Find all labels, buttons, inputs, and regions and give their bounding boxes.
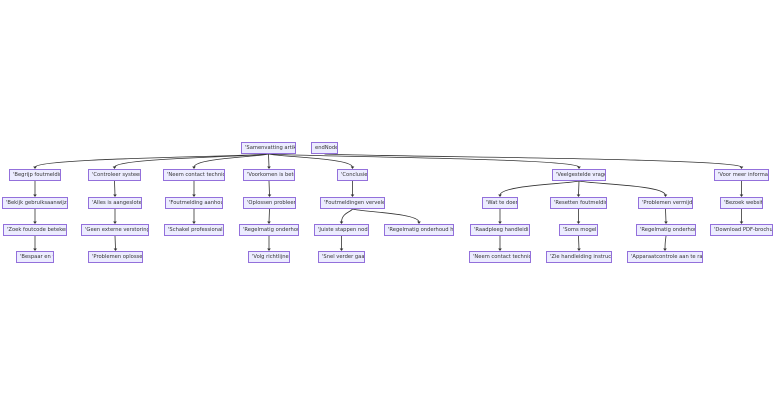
edge-n6c1-n6c2 <box>664 235 667 250</box>
arrowhead-n6c1-n6c2 <box>663 248 667 251</box>
arrowhead-n6a-n6a1 <box>498 221 502 224</box>
arrowhead-root-n5 <box>350 166 355 169</box>
node-begrijp-foutmelding: 'Begrijp foutmelding' <box>9 169 61 181</box>
node-neem-contact-technicus-2: 'Neem contact technicus' <box>469 251 531 263</box>
arrowhead-n2-n2a <box>113 194 117 197</box>
edge-n4-n4a <box>268 180 270 196</box>
node-juiste-stappen-nodig: 'Juiste stappen nodig' <box>314 224 369 236</box>
arrowhead-n7-n7a <box>739 194 744 197</box>
arrowhead-root-n6 <box>577 166 581 169</box>
arrowhead-root-n3 <box>192 166 196 169</box>
node-bespaar-en-tijd: 'Bespaar en tijd' <box>16 251 54 263</box>
arrowhead-n1-n1a <box>33 194 37 197</box>
node-foutmeldingen-vervelend: 'Foutmeldingen vervelend' <box>320 197 385 209</box>
node-problemen-vermijden: 'Problemen vermijden' <box>638 197 693 209</box>
arrowhead-n1a-n1b <box>33 221 37 224</box>
node-geen-externe-verstoringen: 'Geen externe verstoringen' <box>81 224 149 236</box>
edge-root-n2 <box>114 153 269 168</box>
edge-n6-n6c <box>578 180 666 196</box>
edge-n6-n6a <box>499 180 580 196</box>
node-soms-mogelijk: 'Soms mogelijk' <box>559 224 598 236</box>
arrowhead-root-n1 <box>33 166 37 169</box>
arrowhead-n6c-n6c1 <box>664 221 668 224</box>
node-bezoek-website: 'Bezoek website' <box>720 197 763 209</box>
edge-root-n6 <box>268 153 580 168</box>
node-schakel-professional-in: 'Schakel professional in' <box>164 224 224 236</box>
node-root: 'Samenvatting artikel' <box>241 142 296 154</box>
node-voor-meer-informatie: 'Voor meer informatie' <box>714 169 769 181</box>
arrowhead-n3a-n3b <box>192 221 196 224</box>
arrowhead-n5b-n5d <box>339 248 344 251</box>
edge-root-n3 <box>193 153 269 168</box>
arrowhead-n5a-n5c <box>417 221 421 224</box>
node-endnode: endNode <box>311 142 338 154</box>
arrowhead-n6-n6a <box>498 194 502 197</box>
node-voorkomen-is-beter: 'Voorkomen is beter' <box>243 169 295 181</box>
node-regelmatig-onderhoud-2: 'Regelmatig onderhoud' <box>636 224 696 236</box>
node-raadpleeg-handleiding: 'Raadpleeg handleiding' <box>470 224 530 236</box>
arrowhead-n6b1-n6b2 <box>577 248 581 251</box>
arrowhead-n2b-n2c <box>113 248 118 251</box>
arrowhead-root-n2 <box>112 166 117 169</box>
node-wat-te-doen: 'Wat te doen' <box>482 197 518 209</box>
node-volg-richtlijnen: 'Volg richtlijnen' <box>248 251 290 263</box>
edge-n6-n6b <box>578 180 580 196</box>
node-foutmelding-aanhoudt: 'Foutmelding aanhoudt' <box>165 197 223 209</box>
arrowhead-n5-n5a <box>350 194 355 197</box>
edge-root-n5 <box>268 153 353 168</box>
node-download-pdf-brochure: 'Download PDF-brochure' <box>710 224 773 236</box>
edge-n5a-n5b <box>341 208 353 223</box>
edge-endnode-n7 <box>324 153 742 168</box>
edge-n6c-n6c1 <box>665 208 667 223</box>
arrowhead-n1b-n1c <box>33 248 37 251</box>
arrowhead-n3-n3a <box>192 194 196 197</box>
edge-n2-n2a <box>114 180 116 196</box>
node-snel-verder-gaan: 'Snel verder gaan' <box>318 251 365 263</box>
arrowhead-root-n4 <box>267 166 271 169</box>
node-resetten-foutmelding: 'Resetten foutmelding' <box>550 197 607 209</box>
edge-n2b-n2c <box>114 235 116 250</box>
node-problemen-oplossen-1: 'Problemen oplossen' <box>88 251 143 263</box>
edge-n6b1-n6b2 <box>578 235 580 250</box>
node-regelmatig-onderhoud-helpt: 'Regelmatig onderhoud helpt' <box>384 224 454 236</box>
arrowhead-endnode-n7 <box>739 166 744 169</box>
edge-root-n4 <box>268 153 270 168</box>
node-neem-contact-technicus-1: 'Neem contact technicus' <box>163 169 225 181</box>
node-veelgestelde-vragen: 'Veelgestelde vragen' <box>552 169 606 181</box>
arrowhead-n4-n4a <box>267 194 272 197</box>
node-zie-handleiding-instructies: 'Zie handleiding instructies' <box>546 251 612 263</box>
node-apparaatcontrole-aan-te-raden: 'Apparaatcontrole aan te raden' <box>627 251 703 263</box>
node-zoek-foutcode-betekenis: 'Zoek foutcode betekenis' <box>3 224 67 236</box>
edge-n4a-n4b <box>268 208 270 223</box>
node-bekijk-gebruiksaanwijzing: 'Bekijk gebruiksaanwijzing' <box>2 197 68 209</box>
edge-n5a-n5c <box>352 208 420 223</box>
arrowhead-n6-n6c <box>663 194 668 197</box>
arrowhead-n6b-n6b1 <box>576 221 581 224</box>
arrowhead-n7a-n7b <box>739 221 744 224</box>
node-oplossen-probleem: 'Oplossen probleem' <box>243 197 296 209</box>
arrowhead-n6-n6b <box>576 194 581 197</box>
node-controleer-systeem: 'Controleer systeem' <box>88 169 141 181</box>
arrowhead-n4a-n4b <box>267 221 271 224</box>
arrowhead-n5a-n5b <box>339 221 344 224</box>
arrowhead-n4b-n4c <box>267 248 271 251</box>
arrowhead-n2a-n2b <box>113 221 117 224</box>
arrowhead-n6a1-n6a2 <box>498 248 502 251</box>
node-alles-is-aangesloten: 'Alles is aangesloten' <box>88 197 142 209</box>
node-regelmatig-onderhoud-1: 'Regelmatig onderhoud' <box>239 224 299 236</box>
node-conclusie: 'Conclusie' <box>337 169 368 181</box>
